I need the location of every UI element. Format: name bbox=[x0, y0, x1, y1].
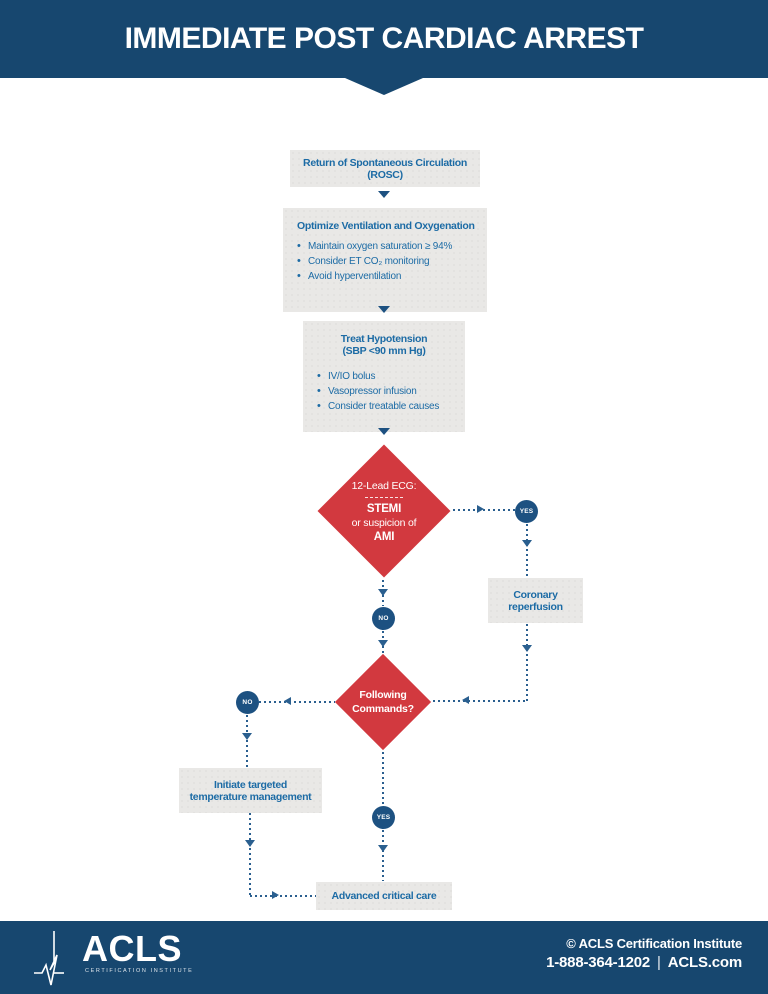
arrowhead-down-icon bbox=[522, 645, 532, 652]
acls-logo: ACLS CERTIFICATION INSTITUTE bbox=[34, 929, 193, 987]
banner-notch-icon bbox=[345, 78, 423, 95]
optimize-bullet-list: Maintain oxygen saturation ≥ 94% Conside… bbox=[283, 239, 487, 284]
yes-badge-ecg: YES bbox=[515, 500, 538, 523]
rosc-line2: (ROSC) bbox=[367, 168, 403, 181]
arrowhead-down-icon bbox=[245, 840, 255, 847]
box-advanced-critical-care: Advanced critical care bbox=[316, 882, 452, 910]
arrowhead-down-icon bbox=[242, 733, 252, 740]
optimize-bullet: Avoid hyperventilation bbox=[297, 269, 487, 284]
optimize-bullet: Maintain oxygen saturation ≥ 94% bbox=[297, 239, 487, 254]
initiate-line1: Initiate targeted bbox=[213, 778, 288, 791]
arrowhead-down-icon bbox=[378, 845, 388, 852]
coronary-line2: reperfusion bbox=[508, 600, 563, 613]
connector-yes-coronary bbox=[526, 524, 528, 577]
arrowhead-down-icon bbox=[378, 640, 388, 647]
commands-line2: Commands? bbox=[352, 703, 414, 715]
box-coronary-reperfusion: Coronary reperfusion bbox=[488, 578, 583, 623]
connector-initiate-advanced bbox=[250, 895, 316, 897]
heartbeat-icon bbox=[34, 931, 64, 986]
box-initiate-ttm: Initiate targeted temperature management bbox=[179, 768, 322, 813]
yes-badge-commands: YES bbox=[372, 806, 395, 829]
arrowhead-right-icon bbox=[272, 891, 279, 899]
down-arrow-icon bbox=[378, 191, 390, 198]
footer-bar: ACLS CERTIFICATION INSTITUTE © ACLS Cert… bbox=[0, 921, 768, 994]
ecg-line1: 12-Lead ECG: bbox=[351, 479, 417, 492]
yes-label: YES bbox=[519, 508, 534, 515]
hypotension-bullet: IV/IO bolus bbox=[317, 369, 465, 384]
decision-commands-diamond: Following Commands? bbox=[334, 653, 432, 751]
down-arrow-icon bbox=[378, 306, 390, 313]
connector-coronary-down bbox=[526, 624, 528, 702]
arrowhead-down-icon bbox=[522, 540, 532, 547]
coronary-line1: Coronary bbox=[513, 588, 558, 601]
hypotension-bullet: Consider treatable causes bbox=[317, 399, 465, 414]
down-arrow-icon bbox=[378, 428, 390, 435]
copyright-text: © ACLS Certification Institute bbox=[566, 936, 742, 951]
connector-no-initiate bbox=[246, 715, 248, 767]
optimize-bullet: Consider ET CO₂ monitoring bbox=[297, 254, 487, 269]
separator: | bbox=[657, 954, 661, 971]
box-treat-hypotension: Treat Hypotension (SBP <90 mm Hg) IV/IO … bbox=[303, 321, 465, 432]
no-label: NO bbox=[242, 699, 253, 706]
header-banner: IMMEDIATE POST CARDIAC ARREST bbox=[0, 0, 768, 78]
advanced-label: Advanced critical care bbox=[331, 890, 437, 902]
website-link: ACLS.com bbox=[667, 954, 742, 971]
hypotension-subtitle: (SBP <90 mm Hg) bbox=[342, 345, 426, 357]
commands-line1: Following bbox=[359, 689, 407, 701]
connector-initiate-down bbox=[249, 813, 251, 896]
decision-ecg-diamond: 12-Lead ECG: STEMI or suspicion of AMI bbox=[317, 444, 451, 578]
connector-coronary-commands bbox=[433, 700, 527, 702]
ecg-line3: or suspicion of bbox=[351, 516, 417, 529]
acls-logo-text: ACLS bbox=[82, 928, 182, 969]
arrowhead-down-icon bbox=[378, 589, 388, 596]
initiate-line2: temperature management bbox=[189, 790, 312, 803]
footer-contact-block: © ACLS Certification Institute 1-888-364… bbox=[546, 936, 742, 971]
ecg-line2: STEMI bbox=[366, 502, 402, 515]
contact-line: 1-888-364-1202 | ACLS.com bbox=[546, 954, 742, 971]
no-badge-ecg: NO bbox=[372, 607, 395, 630]
page-title: IMMEDIATE POST CARDIAC ARREST bbox=[124, 22, 644, 55]
arrowhead-left-icon bbox=[284, 697, 291, 705]
no-label: NO bbox=[378, 615, 389, 622]
arrowhead-right-icon bbox=[477, 505, 484, 513]
yes-label: YES bbox=[376, 814, 391, 821]
phone-number: 1-888-364-1202 bbox=[546, 954, 651, 971]
arrowhead-left-icon bbox=[462, 696, 469, 704]
no-badge-commands: NO bbox=[236, 691, 259, 714]
decision-commands-content: Following Commands? bbox=[349, 668, 417, 736]
hypotension-title: Treat Hypotension bbox=[340, 333, 428, 345]
connector-commands-no bbox=[259, 701, 335, 703]
optimize-title: Optimize Ventilation and Oxygenation bbox=[297, 220, 475, 232]
diamond-divider bbox=[365, 496, 403, 498]
acls-logo-text-block: ACLS CERTIFICATION INSTITUTE bbox=[82, 928, 194, 975]
ecg-line4: AMI bbox=[373, 530, 395, 543]
hypotension-bullet-list: IV/IO bolus Vasopressor infusion Conside… bbox=[303, 369, 465, 414]
connector-commands-yes bbox=[382, 752, 384, 805]
box-rosc: Return of Spontaneous Circulation (ROSC) bbox=[290, 150, 480, 187]
acls-logo-subtext: CERTIFICATION INSTITUTE bbox=[85, 968, 194, 974]
decision-ecg-content: 12-Lead ECG: STEMI or suspicion of AMI bbox=[337, 464, 431, 558]
connector-yes-advanced bbox=[382, 830, 384, 881]
connector-ecg-yes bbox=[453, 509, 515, 511]
box-optimize-ventilation: Optimize Ventilation and Oxygenation Mai… bbox=[283, 208, 487, 312]
rosc-line1: Return of Spontaneous Circulation bbox=[303, 156, 467, 169]
hypotension-bullet: Vasopressor infusion bbox=[317, 384, 465, 399]
